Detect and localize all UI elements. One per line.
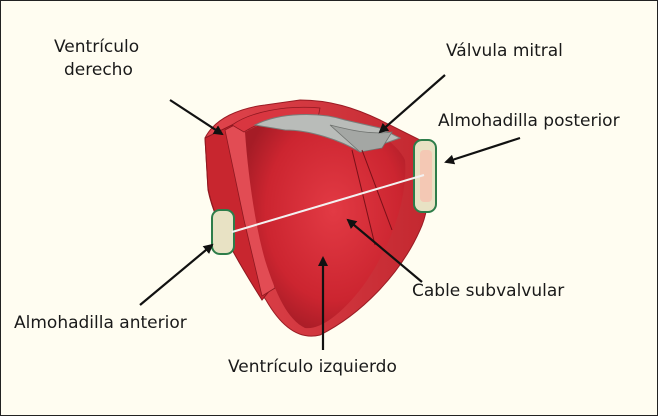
label-ventriculo-derecho-line1: Ventrículo (54, 37, 140, 57)
mitral-valve-leaflet-2 (329, 124, 393, 153)
arrow-ventriculo-derecho (169, 99, 224, 136)
anterior-pad (211, 209, 235, 255)
label-ventriculo-derecho: Ventrículo derecho (54, 36, 139, 82)
chordae (351, 149, 393, 246)
label-ventriculo-derecho-line2: derecho (64, 60, 133, 80)
label-almohadilla-anterior: Almohadilla anterior (14, 313, 187, 333)
left-ventricle-cavity (245, 114, 406, 329)
subvalvular-cable (231, 174, 425, 233)
arrow-valvula-mitral (378, 74, 446, 134)
label-cable-subvalvular: Cable subvalvular (412, 281, 565, 301)
arrow-almohadilla-anterior (139, 243, 214, 306)
label-ventriculo-izquierdo: Ventrículo izquierdo (228, 357, 397, 377)
label-almohadilla-posterior: Almohadilla posterior (438, 111, 620, 131)
arrow-almohadilla-posterior (444, 136, 521, 165)
label-valvula-mitral: Válvula mitral (446, 41, 563, 61)
arrow-cable-subvalvular (346, 218, 423, 283)
